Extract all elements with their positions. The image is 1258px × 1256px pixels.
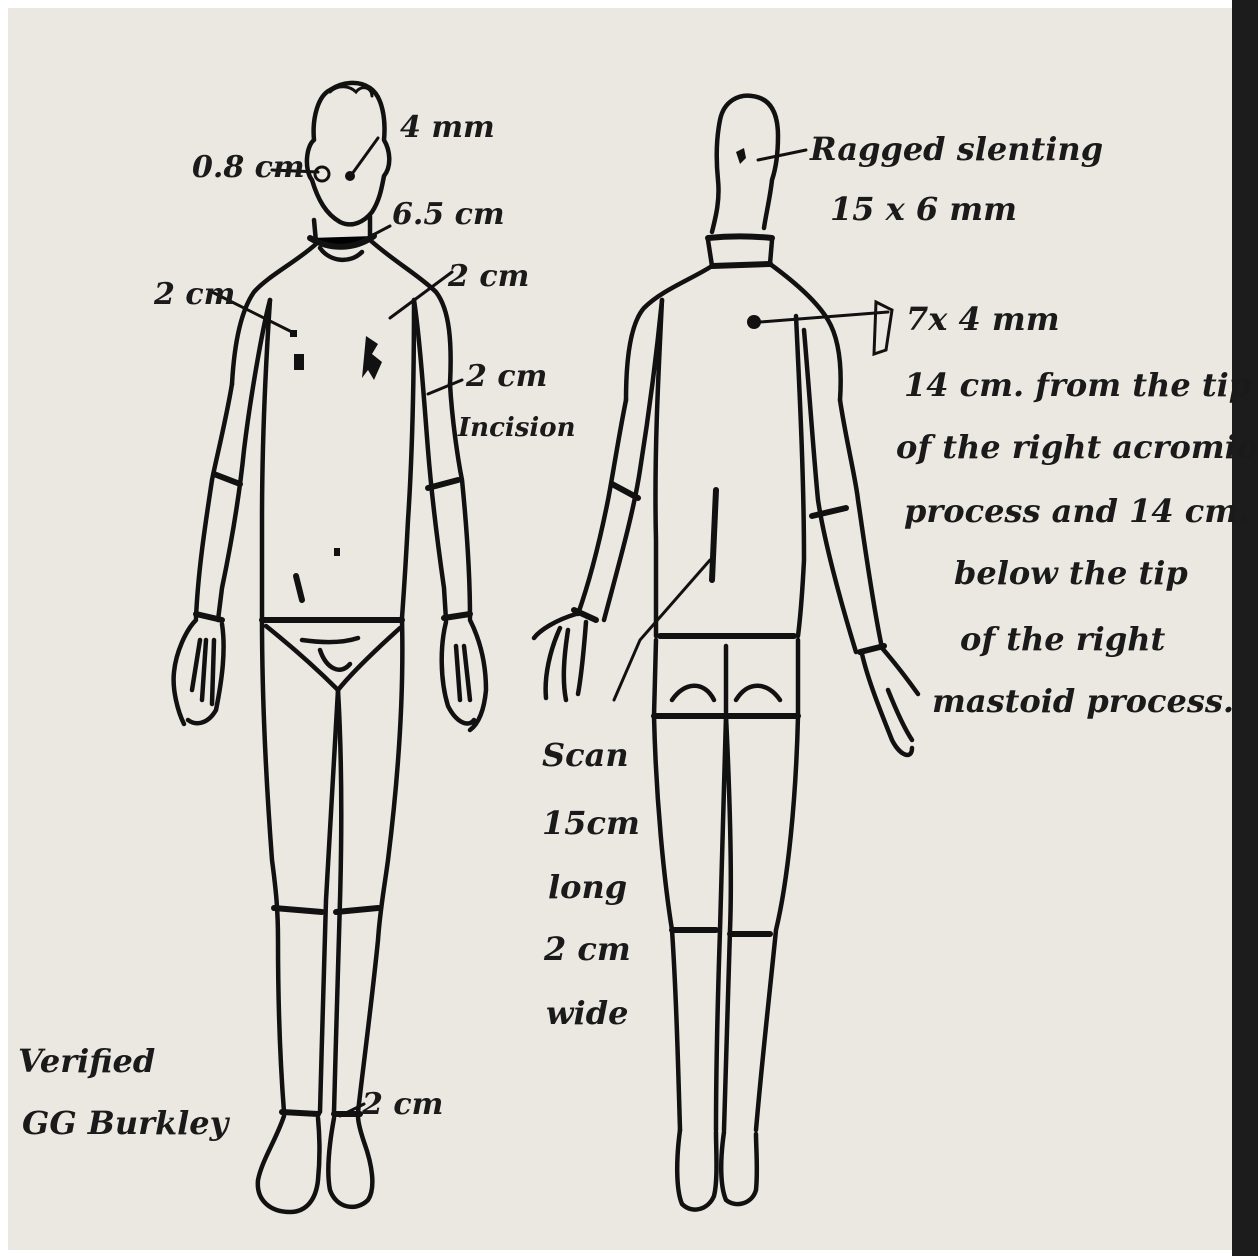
label-back-shoulder-3: of the right acromion: [896, 428, 1258, 466]
label-front-arm: 2 cm: [465, 359, 547, 394]
signature-name: GG Burkley: [22, 1104, 231, 1142]
back-figure: [534, 96, 918, 1210]
front-leader-arm: [428, 380, 462, 394]
label-scar-3: long: [548, 868, 627, 906]
back-collar-band: [712, 264, 770, 266]
front-chest-mark: [294, 354, 304, 370]
front-right-arm: [196, 300, 270, 620]
front-abdomen-line: [296, 576, 302, 600]
front-right-eye-wound: [315, 167, 329, 181]
label-back-shoulder-2: 14 cm. from the tip: [904, 366, 1251, 404]
label-back-shoulder-6: of the right: [960, 620, 1165, 658]
label-front-eye-left: 4 mm: [400, 110, 495, 145]
label-scar-5: wide: [546, 994, 628, 1032]
front-right-hand: [174, 620, 224, 724]
back-shoulder-mark: [874, 302, 892, 354]
label-back-shoulder-1: 7x 4 mm: [906, 300, 1060, 338]
front-leader-eye-left: [352, 138, 378, 174]
back-left-arm: [804, 330, 882, 652]
back-leader-scar: [614, 560, 710, 700]
back-right-hand: [534, 614, 586, 700]
front-left-wrist-band: [444, 614, 470, 618]
back-buttocks: [654, 640, 798, 716]
label-scar-2: 15cm: [542, 804, 640, 842]
front-left-knee-band: [336, 908, 378, 912]
front-left-arm: [414, 300, 470, 620]
signature-verified: Verified: [18, 1042, 155, 1080]
front-right-foot: [258, 1116, 320, 1212]
back-left-leg: [724, 716, 798, 1130]
label-front-neck: 6.5 cm: [392, 197, 505, 232]
label-front-eye-right: 0.8 cm: [192, 150, 305, 185]
front-jaw: [320, 248, 362, 260]
front-left-foot: [328, 1116, 372, 1207]
back-right-leg: [654, 716, 726, 1130]
label-front-ankle: 2 cm: [361, 1087, 443, 1122]
label-back-shoulder-7: mastoid process.: [932, 682, 1234, 720]
back-right-foot: [677, 1130, 716, 1210]
label-front-incision: Incision: [457, 413, 576, 443]
front-chest-wound-left: [362, 336, 382, 380]
label-back-head-1: Ragged slenting: [809, 130, 1103, 168]
back-head-wound: [736, 148, 746, 164]
front-right-knee-band: [274, 908, 322, 912]
back-right-arm: [578, 300, 662, 620]
label-back-shoulder-4: process and 14 cm.: [904, 492, 1249, 530]
back-leader-head: [758, 150, 806, 160]
label-scar-4: 2 cm: [543, 930, 631, 968]
front-left-leg: [334, 620, 402, 1112]
front-abdomen-mark: [334, 548, 340, 556]
back-left-foot: [721, 1132, 757, 1204]
back-left-elbow-band: [812, 508, 846, 516]
front-left-hand: [442, 620, 486, 730]
front-right-elbow-band: [214, 474, 240, 484]
front-head: [307, 83, 389, 224]
label-back-shoulder-5: below the tip: [954, 554, 1188, 592]
label-front-chest-right: 2 cm: [153, 277, 235, 312]
front-neck-band: [310, 236, 374, 247]
label-scar-1: Scan: [542, 736, 629, 774]
back-left-hand: [862, 648, 918, 755]
back-head: [712, 96, 778, 232]
front-right-leg: [262, 620, 338, 1112]
front-brief: [266, 626, 400, 690]
front-hair: [330, 87, 372, 96]
back-neck-band: [708, 237, 772, 239]
label-back-head-2: 15 x 6 mm: [830, 190, 1017, 228]
front-right-ankle-band: [282, 1112, 318, 1114]
back-scar: [712, 490, 716, 580]
front-figure: [174, 83, 486, 1212]
label-front-chest-left: 2 cm: [447, 259, 529, 294]
